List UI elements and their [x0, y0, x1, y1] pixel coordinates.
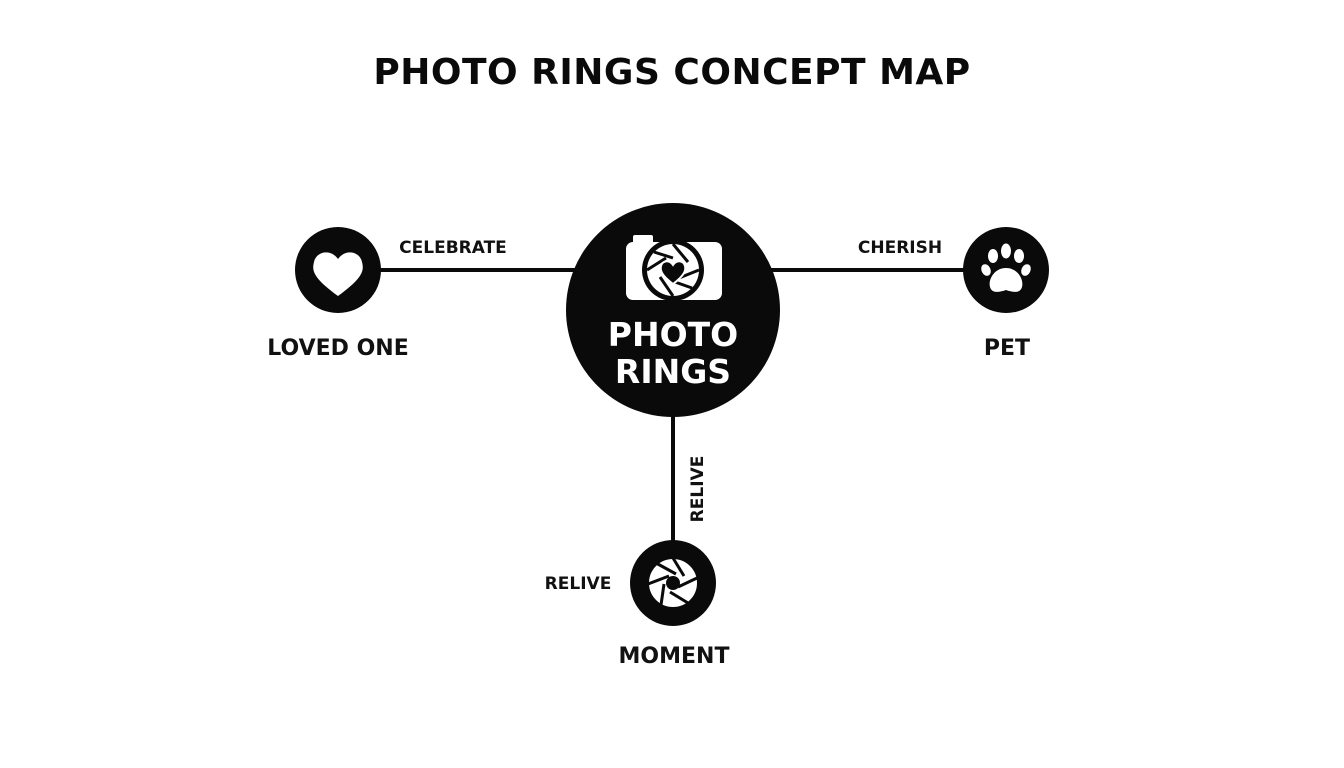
page-title: PHOTO RINGS CONCEPT MAP: [373, 52, 971, 93]
camera-heart-icon: [626, 235, 722, 301]
node-side-label-relive: RELIVE: [545, 574, 612, 594]
heart-icon: [313, 252, 363, 296]
hub-circle: [566, 203, 780, 417]
edge-label-cherish: CHERISH: [858, 238, 942, 258]
node-label-moment: MOMENT: [619, 644, 730, 669]
hub-label-line2: RINGS: [615, 352, 731, 391]
edge-label-relive: RELIVE: [688, 456, 708, 523]
node-pet[interactable]: [963, 227, 1049, 313]
node-moment[interactable]: [630, 540, 716, 626]
aperture-icon: [647, 557, 699, 609]
node-label-loved-one: LOVED ONE: [267, 336, 408, 361]
hub-node[interactable]: PHOTO RINGS: [566, 203, 780, 417]
edge-label-celebrate: CELEBRATE: [399, 238, 507, 258]
hub-label-line1: PHOTO: [608, 315, 738, 354]
node-loved-one[interactable]: [295, 227, 381, 313]
node-label-pet: PET: [984, 336, 1030, 361]
paw-print-icon: [981, 243, 1031, 292]
